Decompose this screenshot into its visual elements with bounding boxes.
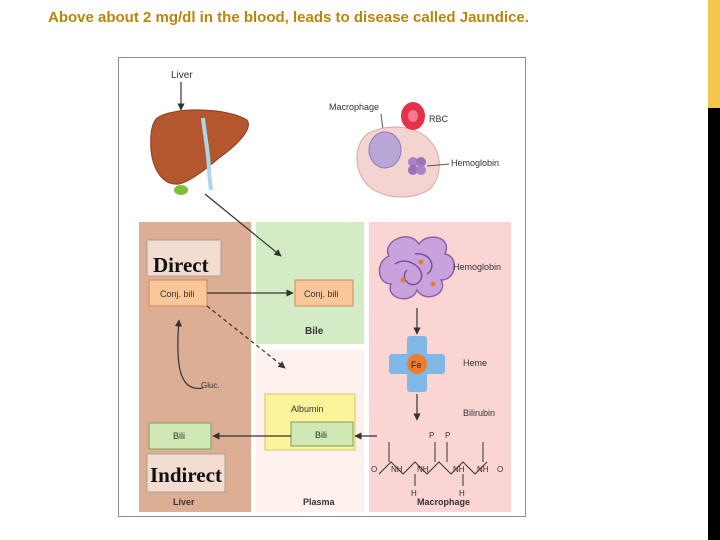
fe-label: Fe [411,360,422,370]
macrophage-cell-icon [356,126,440,198]
bili-liver-box [148,422,212,450]
diagram-svg: Liver Macrophage RBC Hemoglobin Direct C… [139,70,511,512]
bilirubin-p2: P [445,431,450,440]
bilirubin-h-right: H [459,489,465,498]
heme-label: Heme [463,358,487,368]
bilirubin-nh2: NH [417,465,429,474]
conj-bili-bile-label: Conj. bili [304,289,339,299]
heme-molecule-icon [389,336,445,392]
bili-plasma-label: Bili [315,430,327,440]
hemoglobin-top-label: Hemoglobin [451,158,499,168]
bilirubin-o-right: O [497,465,503,474]
slide-title: Above about 2 mg/dl in the blood, leads … [48,9,529,26]
macrophage-top-label: Macrophage [329,102,379,112]
bilirubin-p1: P [429,431,434,440]
bilirubin-structure-icon [378,442,488,486]
hemoglobin-mid-label: Hemoglobin [453,262,501,272]
bilirubin-h-left: H [411,489,417,498]
hemoglobin-molecule-icon [378,236,455,300]
bilirubin-nh1: NH [391,465,403,474]
bili-plasma-box [290,421,354,447]
liver-organ-icon [150,109,249,185]
conj-to-plasma-dashed-arrow [206,305,286,369]
bilirubin-label: Bilirubin [463,408,495,418]
bile-label: Bile [305,326,324,337]
side-accent-bar [708,0,720,540]
hemoglobin-top-pointer [426,163,450,167]
direct-heading: Direct [153,253,209,277]
liver-section-label: Liver [173,497,195,507]
conj-bili-liver-label: Conj. bili [160,289,195,299]
conj-bili-liver-box [148,279,208,307]
liver-to-bile-arrow [204,193,282,257]
gallbladder-icon [174,185,188,195]
rbc-label: RBC [429,114,449,124]
indirect-heading-box [146,453,226,493]
bilirubin-metabolism-figure: Liver Macrophage RBC Hemoglobin Direct C… [118,57,526,517]
bili-liver-label: Bili [173,431,185,441]
gluc-label: Gluc. [201,381,220,390]
macrophage-pointer [380,113,384,131]
albumin-label: Albumin [291,404,324,414]
rbc-center-icon [408,110,418,122]
plasma-section-label: Plasma [303,497,336,507]
side-accent-gold [708,0,720,108]
bilirubin-nh4: NH [477,465,489,474]
bilirubin-nh3: NH [453,465,465,474]
bile-duct-icon [201,117,213,191]
conj-bili-bile-box [294,279,354,307]
direct-heading-box [146,239,222,277]
hemoglobin-small-icon [408,157,426,175]
macrophage-section-label: Macrophage [417,497,470,507]
liver-top-label: Liver [171,70,193,81]
gluc-curve-arrow [174,319,204,390]
bilirubin-o-left: O [371,465,377,474]
nucleus-icon [368,131,402,169]
indirect-heading: Indirect [150,463,222,487]
